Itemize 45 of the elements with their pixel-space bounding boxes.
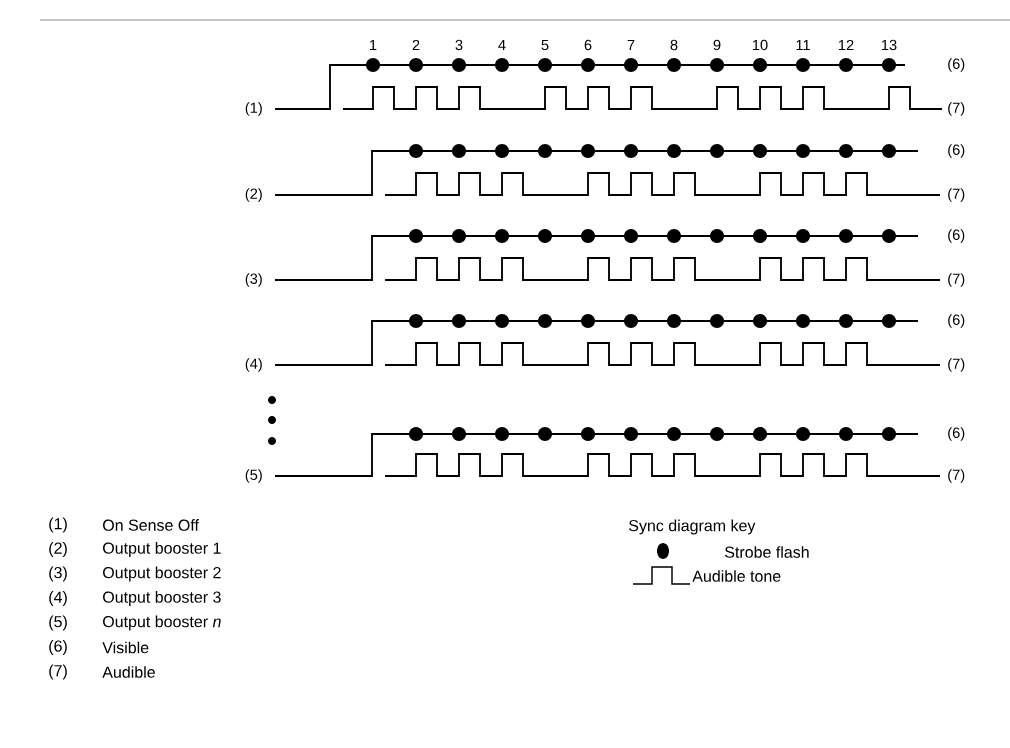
label: 8 bbox=[670, 39, 678, 51]
label: 1 bbox=[370, 39, 377, 51]
label: (6) bbox=[948, 58, 965, 72]
label: (1) bbox=[245, 102, 262, 116]
key-number: (2) bbox=[49, 542, 67, 557]
label: (7) bbox=[948, 358, 965, 372]
label: 13 bbox=[881, 39, 897, 51]
label: (6) bbox=[948, 314, 965, 328]
label: (7) bbox=[948, 102, 965, 116]
legend-text: Strobe flash bbox=[725, 546, 809, 558]
label: (3) bbox=[245, 273, 262, 287]
key-text: Output booster 1 bbox=[103, 542, 221, 557]
label: (7) bbox=[948, 188, 965, 202]
key-text: Audible bbox=[102, 666, 155, 678]
label: 2 bbox=[412, 39, 420, 51]
key-text: Output booster 3 bbox=[103, 591, 221, 606]
key-heading: Sync diagram key bbox=[629, 519, 756, 535]
key-number: (5) bbox=[49, 615, 67, 631]
label: 9 bbox=[713, 39, 721, 51]
label: (6) bbox=[948, 144, 965, 158]
label: (5) bbox=[245, 469, 262, 483]
key-number: (7) bbox=[49, 664, 67, 680]
label: 7 bbox=[627, 39, 635, 51]
label: 4 bbox=[498, 39, 506, 51]
label: 5 bbox=[541, 39, 549, 51]
label: (2) bbox=[245, 188, 262, 202]
key-text: Output booster n bbox=[103, 615, 221, 631]
key-number: (6) bbox=[49, 640, 67, 655]
key-text: On Sense Off bbox=[103, 519, 199, 531]
label: (7) bbox=[948, 469, 965, 483]
label: 11 bbox=[796, 39, 810, 51]
label: (6) bbox=[948, 427, 965, 441]
key-number: (3) bbox=[49, 566, 67, 582]
label: (6) bbox=[948, 229, 965, 243]
key-number: (1) bbox=[49, 517, 67, 533]
label: 10 bbox=[752, 39, 768, 51]
label: 3 bbox=[455, 39, 463, 51]
key-text: Visible bbox=[102, 641, 149, 654]
label: 6 bbox=[584, 39, 592, 51]
key-number: (4) bbox=[49, 591, 67, 606]
legend-text: Audible tone bbox=[692, 570, 781, 582]
label: 12 bbox=[838, 39, 854, 51]
key-text: Output booster 2 bbox=[103, 566, 221, 582]
label: (7) bbox=[948, 273, 965, 287]
label: (4) bbox=[245, 358, 262, 372]
